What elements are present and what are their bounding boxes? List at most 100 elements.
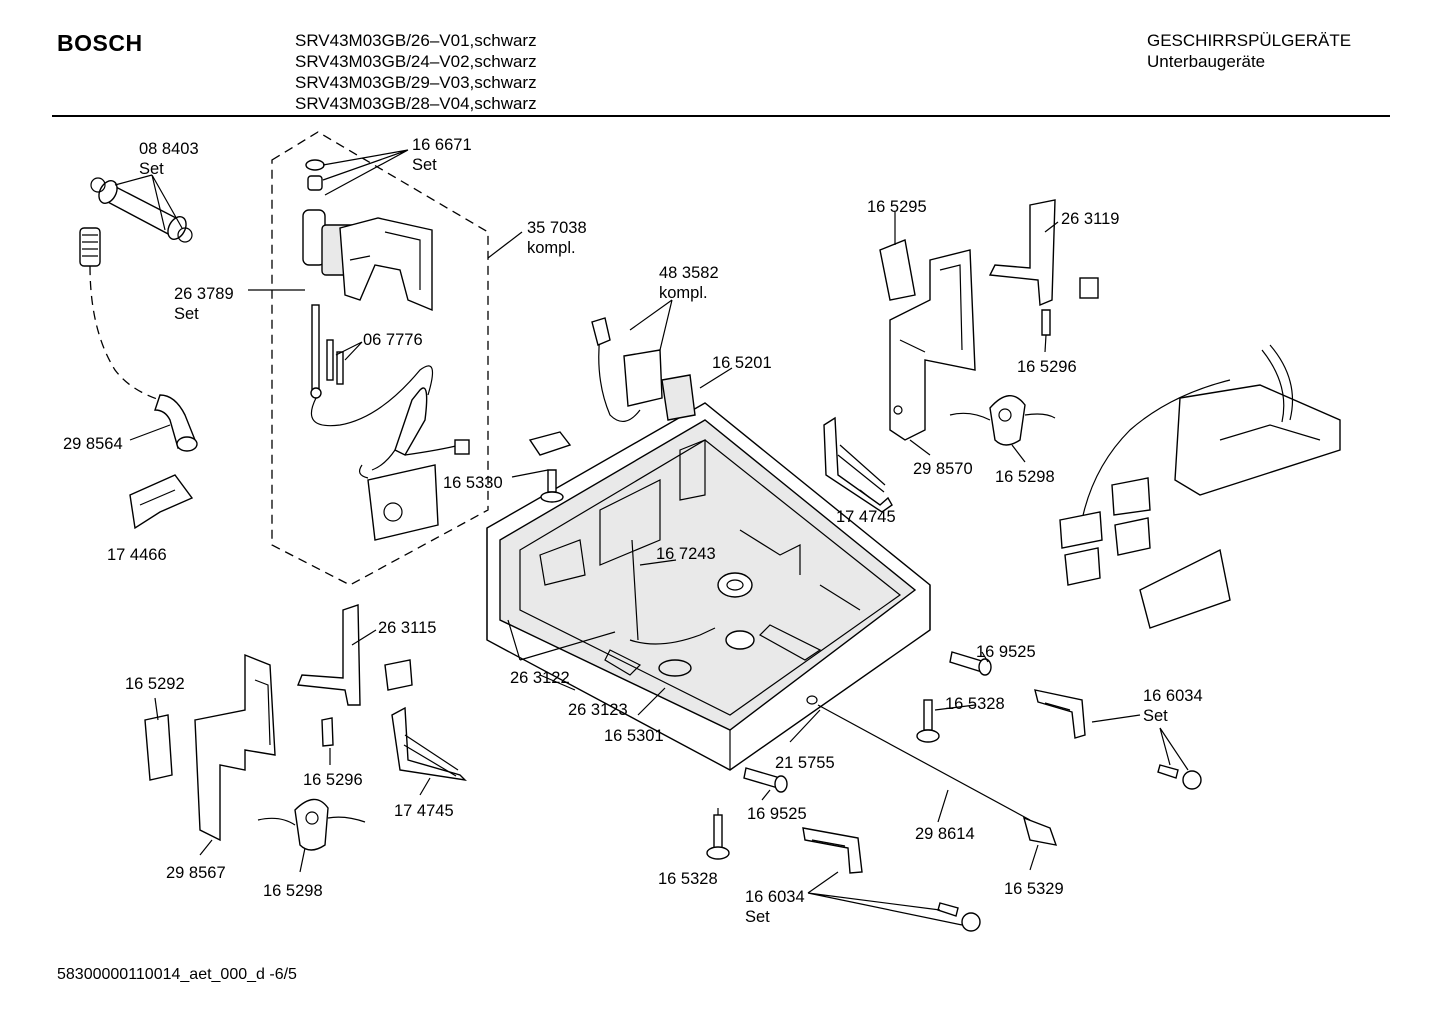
part-number: 16 9525 <box>747 805 807 823</box>
connector-166034-part <box>802 689 1086 874</box>
category-title: GESCHIRRSPÜLGERÄTE <box>1147 31 1352 50</box>
part-callout: 29 8614 <box>915 825 975 843</box>
part-number: 17 4745 <box>394 802 454 820</box>
part-number: 16 5301 <box>604 727 664 745</box>
lever-263115-part <box>297 604 413 747</box>
model-line: SRV43M03GB/24–V02,schwarz <box>295 52 537 71</box>
model-line: SRV43M03GB/29–V03,schwarz <box>295 73 537 92</box>
microswitch-lower-part <box>257 798 366 851</box>
appliance-category: GESCHIRRSPÜLGERÄTE Unterbaugeräte <box>1147 30 1351 72</box>
spring-174745-part <box>823 416 893 513</box>
part-callout: 16 7243 <box>656 545 716 563</box>
inlet-valve-part <box>302 159 470 541</box>
part-number: 26 3122 <box>510 669 570 687</box>
part-number: 29 8614 <box>915 825 975 843</box>
part-number: 29 8570 <box>913 460 973 478</box>
brand-logo: BOSCH <box>57 30 143 56</box>
part-callout: 16 5298 <box>263 882 323 900</box>
part-callout: 16 5296 <box>303 771 363 789</box>
part-number: 26 3123 <box>568 701 628 719</box>
header-divider <box>52 115 1390 117</box>
part-callout: 16 5330 <box>443 474 503 492</box>
part-number: 17 4466 <box>107 546 167 564</box>
bracket-174466-part <box>129 474 194 530</box>
model-list: SRV43M03GB/26–V01,schwarz SRV43M03GB/24–… <box>295 30 537 114</box>
part-number: 16 5292 <box>125 675 185 693</box>
part-callout: 16 9525 <box>976 643 1036 661</box>
part-callout: 29 8567 <box>166 864 226 882</box>
leader-lines <box>114 149 1189 926</box>
part-callout: 16 5292 <box>125 675 185 693</box>
page-number: -6/5 <box>269 966 297 983</box>
part-number: 29 8567 <box>166 864 226 882</box>
part-callout: 26 3115 <box>378 619 436 637</box>
drawing-id: 58300000110014_aet_000_d <box>57 966 265 983</box>
rod-298614-part <box>817 704 1058 846</box>
part-callout: 17 4466 <box>107 546 167 564</box>
model-line: SRV43M03GB/28–V04,schwarz <box>295 94 537 113</box>
part-callout: 17 4745 <box>394 802 454 820</box>
part-number: 16 5201 <box>712 354 772 372</box>
part-qualifier: Set <box>139 160 164 178</box>
part-callout: 16 5295 <box>867 198 927 216</box>
part-number: 08 8403 <box>139 140 199 158</box>
part-qualifier: Set <box>412 156 437 174</box>
part-number: 16 6034 <box>745 888 805 906</box>
part-callout: 16 5296 <box>1017 358 1077 376</box>
part-number: 16 9525 <box>976 643 1036 661</box>
part-callout: 29 8564 <box>63 435 123 453</box>
part-qualifier: kompl. <box>527 239 576 257</box>
cap-screw-set-part <box>937 764 1202 932</box>
part-callout: 16 5328 <box>945 695 1005 713</box>
part-number: 29 8564 <box>63 435 123 453</box>
part-callout: 16 5201 <box>712 354 772 372</box>
part-callout: 21 5755 <box>775 754 835 772</box>
part-number: 16 6671 <box>412 136 472 154</box>
part-callout: 16 5301 <box>604 727 664 745</box>
part-callout: 16 5329 <box>1004 880 1064 898</box>
switch-165330-part <box>528 431 572 503</box>
float-bracket-part <box>879 239 976 441</box>
part-number: 16 5329 <box>1004 880 1064 898</box>
part-number: 16 5298 <box>263 882 323 900</box>
base-tub-part <box>486 402 931 771</box>
part-callout: 29 8570 <box>913 460 973 478</box>
screw-169525-part <box>949 651 992 676</box>
part-number: 16 5328 <box>658 870 718 888</box>
microswitch-165298-part <box>949 395 1056 446</box>
part-callout: 35 7038 kompl. <box>527 219 587 257</box>
part-callout: 16 9525 <box>747 805 807 823</box>
part-number: 16 5330 <box>443 474 503 492</box>
hose-sleeve-part <box>90 177 193 243</box>
part-number: 16 5298 <box>995 468 1055 486</box>
part-number: 16 5296 <box>303 771 363 789</box>
screw-169525b-part <box>743 767 788 793</box>
part-number: 16 5328 <box>945 695 1005 713</box>
part-number: 26 3119 <box>1061 210 1119 228</box>
part-qualifier: kompl. <box>659 284 708 302</box>
part-qualifier: Set <box>174 305 199 323</box>
wiring-harness-part <box>1059 344 1341 629</box>
part-callout: 16 5328 <box>658 870 718 888</box>
float-bracket-lower-part <box>144 653 276 842</box>
part-callout: 26 3122 <box>510 669 570 687</box>
part-number: 35 7038 <box>527 219 587 237</box>
part-number: 17 4745 <box>836 508 896 526</box>
part-number: 26 3115 <box>378 619 436 637</box>
model-line: SRV43M03GB/26–V01,schwarz <box>295 31 537 50</box>
part-number: 26 3789 <box>174 285 234 303</box>
part-qualifier: Set <box>745 908 770 926</box>
screw-165328b-part <box>706 814 730 860</box>
spring-lower-part <box>391 706 468 782</box>
lever-263119-part <box>988 199 1099 336</box>
part-callout: 26 3119 <box>1061 210 1119 228</box>
part-number: 21 5755 <box>775 754 835 772</box>
drawing-footer: 58300000110014_aet_000_d -6/5 <box>57 966 297 984</box>
